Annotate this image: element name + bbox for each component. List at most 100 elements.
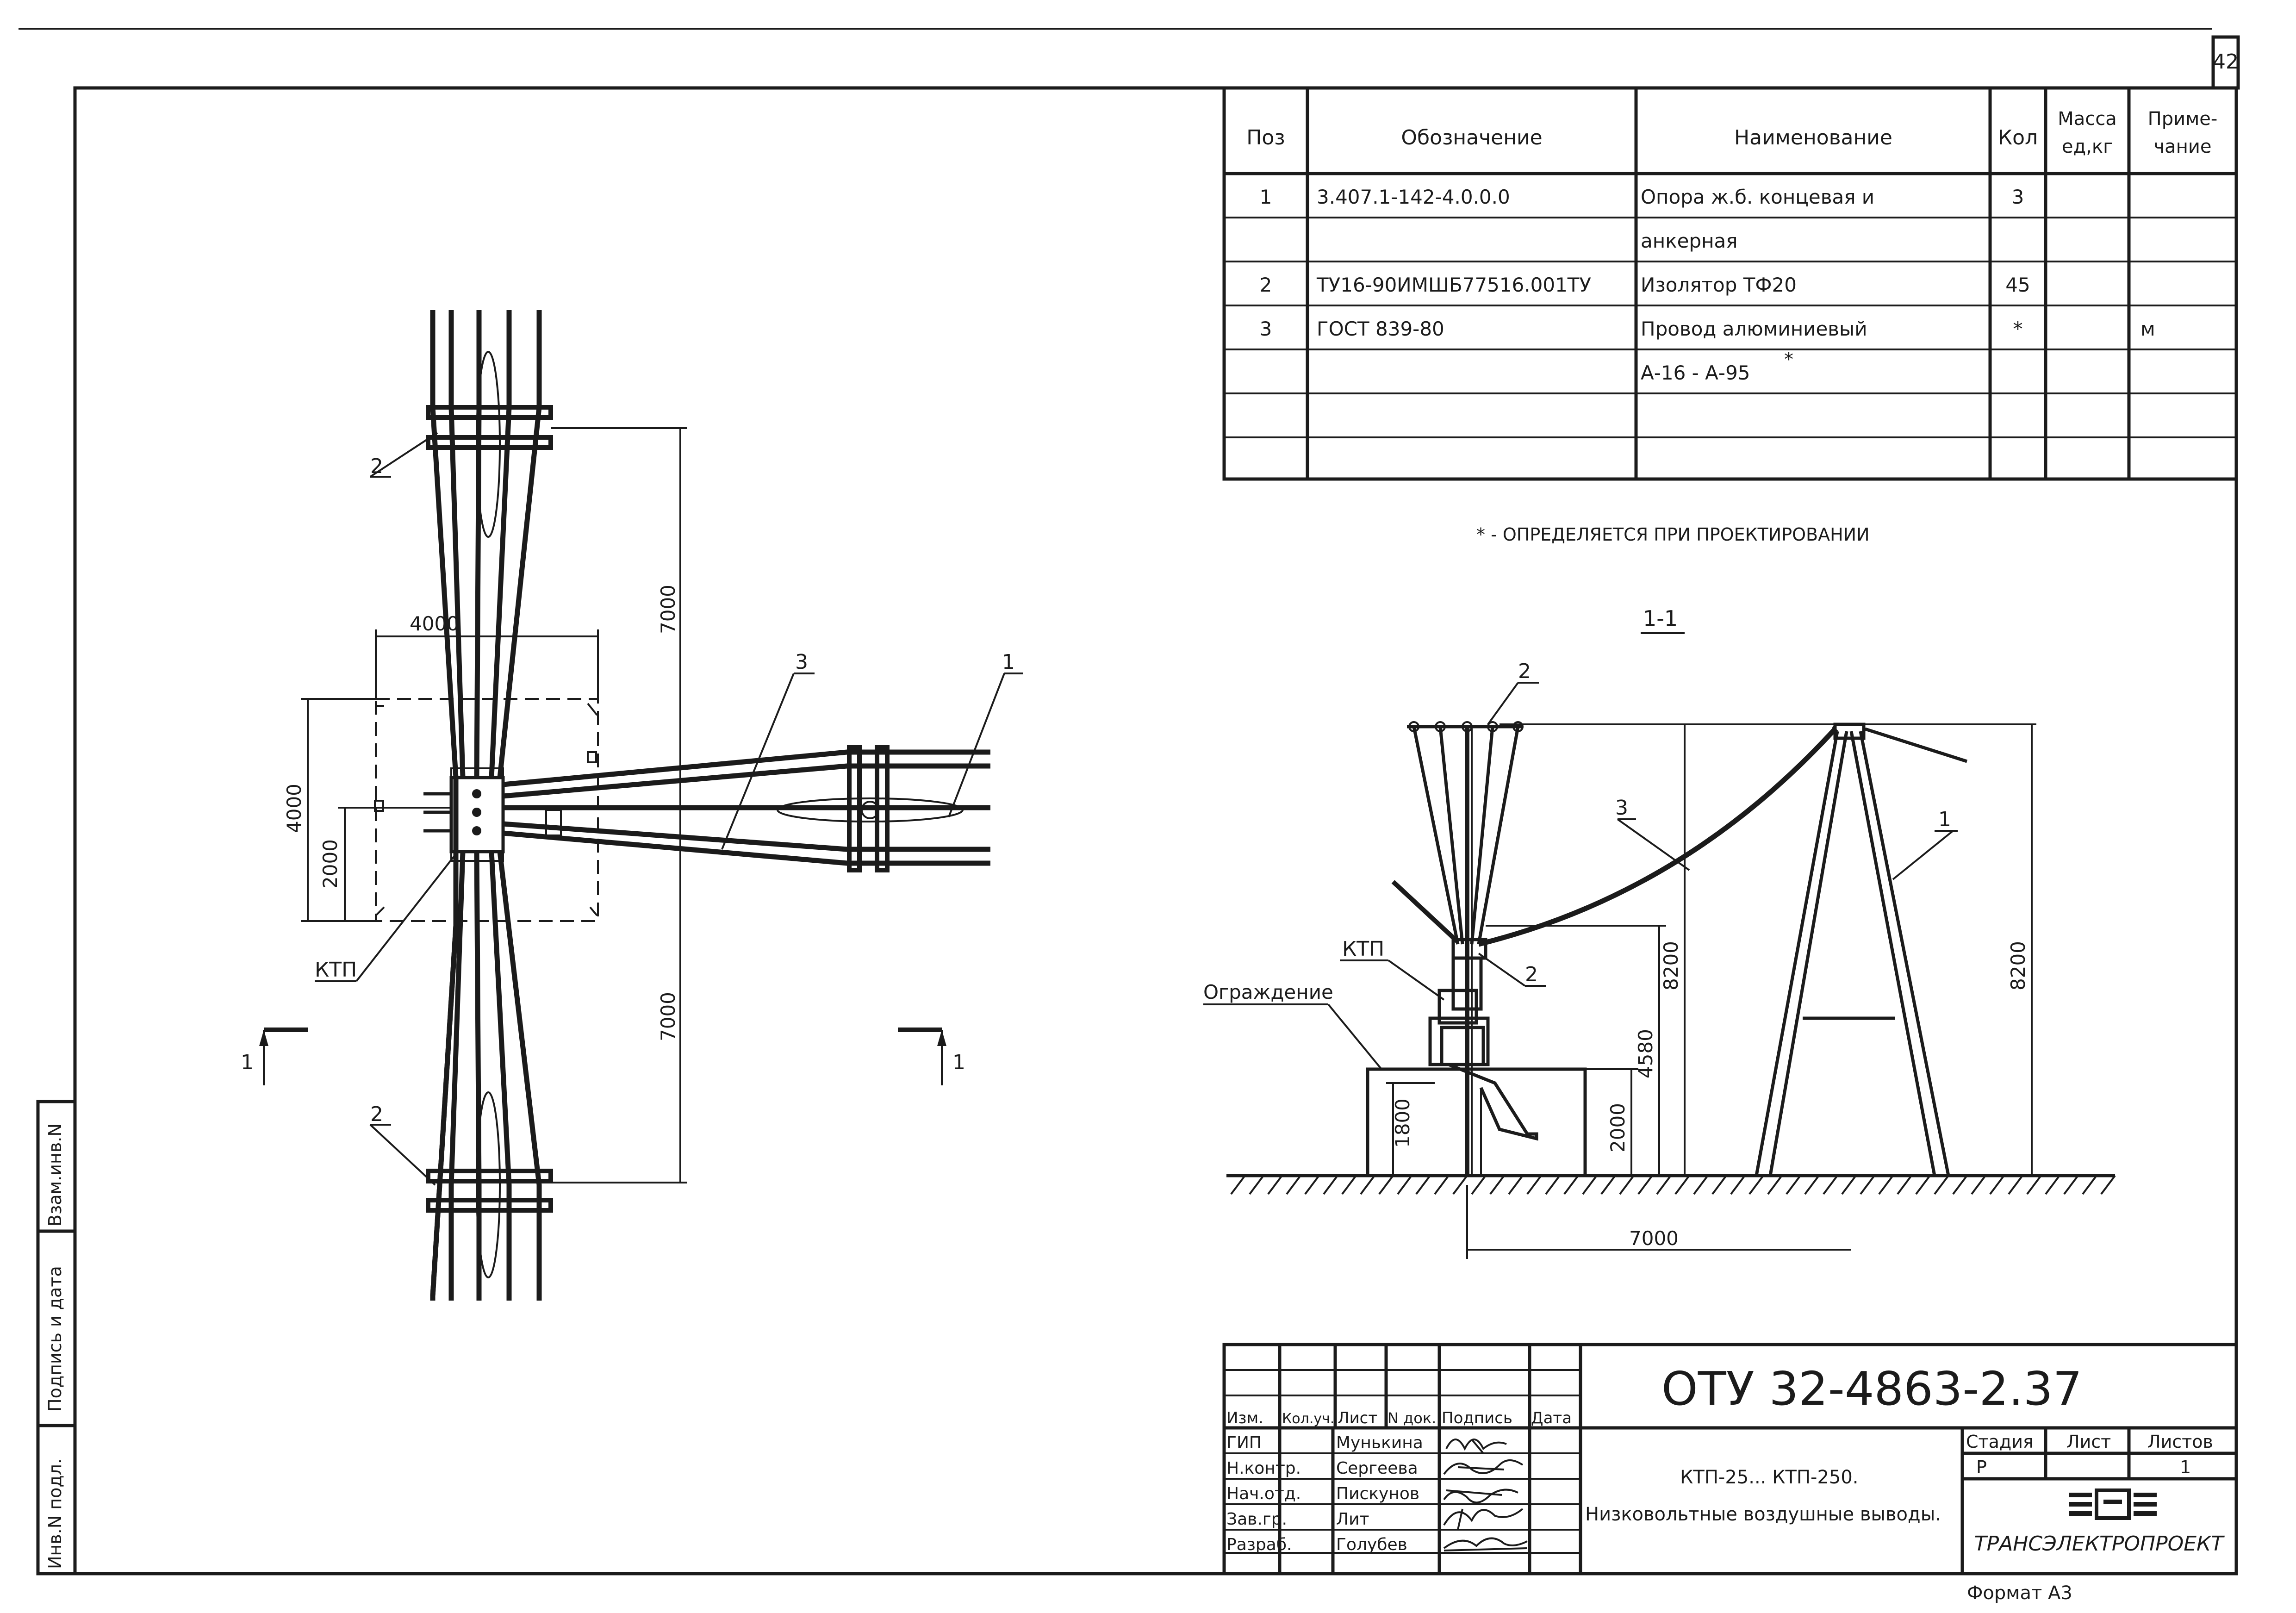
dim-7000: 7000	[1629, 1227, 1679, 1250]
hdr-list: Лист	[1338, 1409, 1377, 1427]
spec-cell-name: Изолятор ТФ20	[1641, 274, 1797, 296]
org-name: ТРАНСЭЛЕКТРОПРОЕКТ	[1974, 1532, 2225, 1556]
dim-width: 4000	[410, 612, 459, 635]
dim-4580: 4580	[1634, 1029, 1657, 1078]
stage-value: Р	[1976, 1457, 1987, 1477]
spec-cell-pos: 1	[1260, 186, 1272, 208]
ktp-top-strip	[450, 767, 504, 778]
hdr-note-1: Приме-	[2148, 108, 2218, 130]
insulator-bar-right-2	[875, 745, 890, 872]
spec-cell-qty: 45	[2005, 274, 2030, 296]
callout-2-bottom: 2	[370, 1102, 383, 1126]
sign-date-label: Подпись и дата	[45, 1266, 65, 1412]
section-callout-3: 3	[1615, 796, 1628, 820]
pole-top	[476, 351, 501, 538]
spec-cell-qty: 3	[2012, 186, 2024, 208]
ktp-terminal-3	[472, 826, 481, 835]
spec-cell-designation: ГОСТ 839-80	[1317, 318, 1444, 340]
sheets-label: Листов	[2147, 1432, 2213, 1452]
plan-ktp-label: КТП	[315, 958, 357, 982]
person-role: Разраб.	[1226, 1535, 1292, 1554]
insulator-bar-bottom-2	[426, 1198, 553, 1213]
dim-down: 7000	[657, 992, 679, 1041]
section-title: 1-1	[1643, 606, 1678, 631]
hdr-designation: Обозначение	[1401, 126, 1542, 149]
insulator-bar-right-1	[847, 745, 862, 872]
spec-cell-name: Опора ж.б. концевая и	[1641, 186, 1874, 208]
hdr-mass-1: Масса	[2058, 108, 2117, 130]
ktp-lower-unit	[1428, 1016, 1490, 1066]
hdr-mass-2: ед,кг	[2062, 136, 2113, 157]
ktp-side-box	[545, 809, 562, 836]
spec-cell-designation: ТУ16-90ИМШБ77516.001ТУ	[1316, 274, 1591, 296]
spec-cell-pos: 2	[1260, 274, 1272, 296]
hdr-sign: Подпись	[1442, 1409, 1512, 1427]
person-name: Лит	[1336, 1510, 1369, 1529]
row-star: *	[1784, 349, 1793, 370]
dim-up: 7000	[657, 585, 679, 634]
hdr-izm: Изм.	[1226, 1409, 1263, 1427]
sheet-frame: 42	[19, 28, 2240, 1576]
callout-1: 1	[1002, 650, 1015, 674]
insulator-bar-bottom-1	[426, 1169, 553, 1183]
footnote: * - ОПРЕДЕЛЯЕТСЯ ПРИ ПРОЕКТИРОВАНИИ	[1476, 524, 1870, 545]
spec-cell-name: анкерная	[1641, 230, 1738, 252]
org-logo-icon	[2069, 1488, 2157, 1520]
sheet-number: 42	[2213, 50, 2239, 74]
spec-table: Поз Обозначение Наименование Кол Масса е…	[1222, 86, 2238, 481]
spec-cell-note: м	[2140, 318, 2155, 340]
inv-podl-label: Инв.N подл.	[45, 1458, 65, 1569]
section-callout-2-mid: 2	[1525, 963, 1538, 986]
ktp-upper-unit	[1451, 956, 1483, 1011]
person-name: Голубев	[1336, 1535, 1407, 1554]
hdr-note-2: чание	[2154, 136, 2212, 157]
fence-label: Ограждение	[1203, 981, 1333, 1003]
person-role: Нач.отд.	[1226, 1484, 1301, 1503]
section-callout-1: 1	[1938, 808, 1951, 831]
hdr-name: Наименование	[1734, 126, 1892, 149]
format-label: Формат А3	[1967, 1582, 2072, 1604]
plan-view: 4000 4000 2000 7000 7000 2 2 3 1 КТП	[241, 310, 1023, 1301]
person-role: Н.контр.	[1226, 1459, 1301, 1478]
spec-cell-qty: *	[2013, 318, 2023, 340]
hdr-qty: Кол	[1998, 126, 2038, 149]
stage-label: Стадия	[1966, 1432, 2034, 1452]
dim-half: 2000	[319, 839, 342, 889]
spec-cell-pos: 3	[1260, 318, 1272, 340]
vzam-inv-label: Взам.инв.N	[45, 1123, 65, 1227]
person-name: Мунькина	[1336, 1433, 1423, 1452]
insulator-bar-top-1	[426, 405, 553, 420]
hdr-ndoc: N док.	[1388, 1409, 1436, 1427]
doc-code: ОТУ 32-4863-2.37	[1661, 1362, 2082, 1416]
side-stamp: Инв.N подл. Подпись и дата Взам.инв.N	[36, 1100, 77, 1576]
spec-cell-name: А-16 - А-95	[1641, 361, 1750, 384]
hdr-date: Дата	[1531, 1409, 1572, 1427]
ktp-terminal-1	[472, 789, 481, 798]
section-ktp-label: КТП	[1342, 937, 1384, 961]
conductor-continuation	[1864, 727, 1968, 763]
person-role: Зав.гр.	[1226, 1510, 1287, 1529]
pole-bottom	[476, 1091, 501, 1278]
hdr-kol: Кол.уч.	[1282, 1411, 1334, 1427]
spec-cell-name: Провод алюминиевый	[1641, 318, 1867, 340]
title-block: Изм. Кол.уч. Лист N док. Подпись Дата ГИ…	[1222, 1343, 2238, 1576]
ktp-bottom-strip	[450, 851, 504, 862]
dim-8200-left: 8200	[1660, 941, 1682, 990]
signatures	[1443, 1439, 1528, 1551]
callout-3: 3	[795, 650, 808, 674]
person-name: Сергеева	[1336, 1459, 1418, 1478]
dim-8200-right: 8200	[2007, 941, 2029, 990]
sheet-label: Лист	[2066, 1432, 2111, 1452]
title-line-1: КТП-25... КТП-250.	[1680, 1467, 1859, 1488]
dim-height: 4000	[283, 784, 305, 833]
callout-2-top: 2	[370, 455, 383, 478]
fence	[1366, 1067, 1587, 1177]
person-role: ГИП	[1226, 1433, 1262, 1452]
a-frame-pole	[1755, 731, 1950, 1176]
section-mark-left: 1	[241, 1051, 254, 1074]
title-line-2: Низковольтные воздушные выводы.	[1585, 1504, 1941, 1525]
dim-1800: 1800	[1391, 1098, 1414, 1148]
